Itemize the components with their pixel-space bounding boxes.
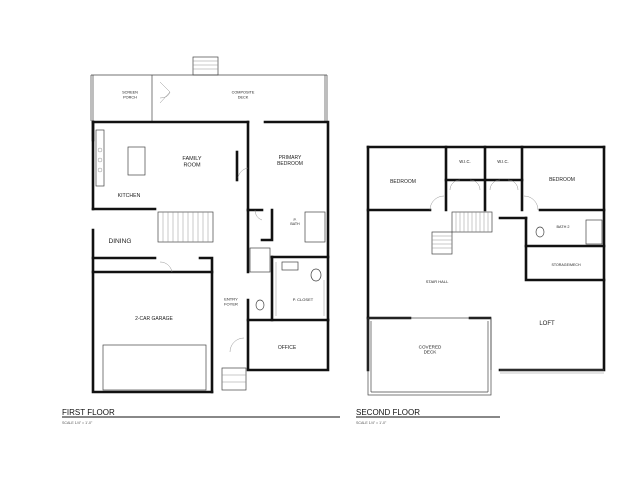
room-label-line: DECK [238, 95, 249, 99]
room-label-line: W.I.C. [497, 159, 508, 164]
room-label-bedroom-right: BEDROOM [549, 177, 575, 183]
room-label-line: 2-CAR GARAGE [135, 316, 173, 322]
room-label-stair-hall: STAIR HALL [426, 279, 449, 284]
second-floor-plan: W.I.C. W.I.C. BEDROOM BEDROOM BATH 2 STO… [356, 145, 606, 425]
room-label-line: ENTRY [224, 297, 238, 302]
room-label-bath-2: BATH 2 [556, 225, 569, 229]
room-label-line: P. [294, 218, 297, 222]
room-label-p-bath: P.BATH [290, 218, 300, 226]
room-label-loft: LOFT [539, 321, 555, 327]
second-floor-title: SECOND FLOOR [356, 408, 420, 417]
room-label-line: PRIMARY [279, 155, 302, 161]
room-label-line: P. CLOSET [293, 297, 314, 302]
second-floor-scale: SCALE 1/4" = 1'-0" [356, 421, 387, 425]
room-label-bedroom-left: BEDROOM [390, 179, 416, 185]
room-label-line: BEDROOM [277, 161, 303, 167]
room-label-wic-left: W.I.C. [459, 159, 470, 164]
room-label-line: PORCH [123, 95, 137, 99]
room-label-line: BEDROOM [390, 179, 416, 185]
room-label-line: STORAGE/MECH [551, 263, 580, 267]
room-label-line: ROOM [183, 162, 201, 168]
first-floor-fixtures [95, 129, 326, 391]
room-label-dining: DINING [108, 238, 131, 245]
room-label-line: DECK [424, 350, 438, 355]
room-label-line: COMPOSITE [232, 91, 255, 95]
room-label-line: FAMILY [182, 156, 201, 162]
second-floor-deck-and-railing [367, 317, 604, 396]
first-floor-scale: SCALE 1/4" = 1'-0" [62, 421, 93, 425]
room-label-line: SCREEN [122, 91, 138, 95]
room-label-line: LOFT [539, 321, 555, 327]
room-label-line: BATH 2 [556, 225, 569, 229]
room-label-wic-right: W.I.C. [497, 159, 508, 164]
room-label-2-car-garage: 2-CAR GARAGE [135, 316, 173, 322]
room-label-line: STAIR HALL [426, 279, 449, 284]
room-label-line: KITCHEN [118, 193, 141, 199]
second-floor-fixtures [429, 179, 603, 255]
room-label-line: W.I.C. [459, 159, 470, 164]
room-label-p-closet: P. CLOSET [293, 297, 314, 302]
room-label-line: DINING [108, 238, 131, 245]
room-label-kitchen: KITCHEN [118, 193, 141, 199]
first-floor-deck-outline [90, 56, 328, 121]
room-label-line: BEDROOM [549, 177, 575, 183]
second-floor-room-labels: W.I.C. W.I.C. BEDROOM BEDROOM BATH 2 STO… [390, 159, 581, 355]
room-label-storage-mech: STORAGE/MECH [551, 263, 580, 267]
room-label-line: OFFICE [278, 345, 297, 351]
room-label-office: OFFICE [278, 345, 297, 351]
room-label-line: COVERED [419, 344, 442, 349]
room-label-line: FOYER [224, 301, 238, 306]
room-label-line: BATH [290, 222, 300, 226]
first-floor-walls [91, 120, 330, 394]
first-floor-title: FIRST FLOOR [62, 408, 115, 417]
